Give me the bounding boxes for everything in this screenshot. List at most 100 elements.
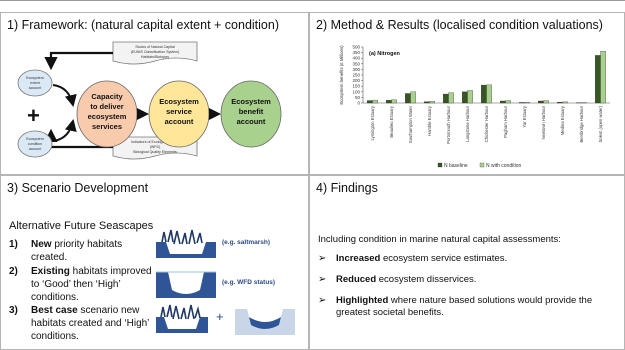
stocks-connector	[44, 51, 113, 71]
x-tick-label: Newtown Harbour	[541, 105, 546, 139]
panel-title: 3) Scenario Development	[7, 181, 149, 195]
y-tick-label: 350	[352, 61, 360, 66]
svg-text:account: account	[237, 117, 266, 126]
y-tick-label: 200	[352, 78, 360, 83]
bar-baseline	[538, 100, 544, 104]
legend-swatch	[437, 162, 443, 168]
svg-text:condition: condition	[28, 142, 42, 146]
bar-with-condition	[543, 100, 549, 104]
bar-with-condition	[429, 101, 435, 104]
bar-with-condition	[410, 91, 416, 104]
panel-title: 4) Findings	[316, 181, 378, 195]
y-tick-label: 50	[355, 95, 361, 100]
y-tick-label: 400	[352, 56, 360, 61]
scenario-item-3: 3) Best case scenario new habitats creat…	[9, 305, 150, 342]
indicators-label-3: Biological Quality Elements	[133, 150, 177, 154]
x-tick-label: Medina Estuary	[560, 105, 565, 135]
x-tick-label: Lymington Estuary	[370, 105, 375, 140]
y-tick-label: 300	[352, 67, 360, 72]
y-tick-label: 500	[352, 45, 360, 50]
stocks-label-1: Stocks of Natural Capital	[135, 45, 175, 49]
arrow-bullet-icon: ➢	[318, 253, 327, 264]
svg-text:Ecosystem: Ecosystem	[26, 76, 44, 80]
indicators-label-1: Indicators of Ecological Status	[131, 140, 179, 144]
x-tick-label: Bembridge Harbour	[579, 105, 584, 142]
svg-text:service: service	[166, 107, 192, 116]
panel-findings: 4) Findings Including condition in marin…	[309, 175, 625, 350]
finding-item-3: ➢ Highlighted where nature based solutio…	[318, 295, 593, 318]
saltmarsh-illustration	[156, 229, 216, 258]
bar-baseline	[443, 93, 449, 104]
bar-baseline	[595, 55, 601, 104]
top-rule	[0, 0, 625, 10]
bar-baseline	[367, 100, 373, 104]
scenario-subtitle: Alternative Future Seascapes	[9, 220, 154, 232]
best-case-wfd-illustration	[235, 309, 295, 335]
arrow-bullet-icon: ➢	[318, 274, 327, 285]
svg-text:services: services	[92, 122, 122, 131]
x-tick-label: Hamble Estuary	[427, 105, 432, 136]
stocks-label-3: Habitats/Biotopes	[141, 55, 169, 59]
y-tick-label: 150	[352, 84, 360, 89]
x-tick-label: Pagham Harbour	[503, 105, 508, 137]
legend-label: N baseline	[444, 163, 468, 169]
panel-title: 2) Method & Results (localised condition…	[316, 18, 603, 32]
bar-with-condition	[391, 99, 397, 104]
bar-with-condition	[524, 102, 530, 104]
example-saltmarsh: (e.g. saltmarsh)	[222, 239, 271, 246]
finding-item-2: ➢ Reduced ecosystem disservices.	[318, 274, 477, 285]
stocks-document: Stocks of Natural Capital (EUNIS Classif…	[112, 41, 198, 65]
bar-baseline	[405, 93, 411, 104]
indicators-label-2: (WFD)	[150, 145, 161, 149]
bar-with-condition	[448, 92, 454, 104]
plus-sign: +	[216, 309, 224, 324]
framework-diagram: Stocks of Natural Capital (EUNIS Classif…	[17, 41, 282, 160]
svg-text:benefit: benefit	[239, 107, 264, 116]
extent-account-node	[17, 69, 53, 97]
y-tick-label: 100	[352, 89, 360, 94]
panel-framework: 1) Framework: (natural capital extent + …	[0, 12, 309, 175]
chart-title: (a) Nitrogen	[369, 51, 401, 57]
bar-with-condition	[372, 99, 378, 104]
svg-text:Ecosystem: Ecosystem	[159, 97, 199, 106]
bar-baseline	[481, 84, 487, 104]
scenario-item-2: 2) Existing habitats improved to ‘Good’ …	[9, 266, 152, 303]
bar-with-condition	[505, 100, 511, 104]
x-tick-label: Portsmouth Harbour	[446, 105, 451, 143]
nitrogen-bar-chart: 050100150200250300350400450500Ecosystem …	[339, 45, 610, 169]
x-tick-label: Southampton Water	[408, 105, 413, 143]
svg-text:ecosystem: ecosystem	[88, 112, 127, 121]
y-tick-label: 450	[352, 50, 360, 55]
svg-text:account: account	[29, 86, 42, 90]
y-axis-label: Ecosystem benefits (£ Millions)	[339, 45, 344, 105]
finding-item-1: ➢ Increased ecosystem service estimates.	[318, 253, 508, 264]
bar-baseline	[386, 100, 392, 104]
svg-text:account: account	[29, 147, 42, 151]
legend-swatch	[479, 162, 485, 168]
y-tick-label: 0	[357, 101, 360, 106]
scenario-item-1: 1) New priority habitats created.	[9, 239, 123, 263]
benefit-account-node	[220, 80, 282, 148]
wfd-illustration	[156, 271, 216, 298]
arrow-bullet-icon: ➢	[318, 295, 327, 306]
best-case-saltmarsh-illustration	[156, 304, 208, 333]
bar-baseline	[462, 91, 468, 104]
bar-baseline	[519, 102, 525, 104]
findings-intro: Including condition in marine natural ca…	[318, 234, 561, 245]
x-tick-label: Chichester Harbour	[484, 105, 489, 142]
svg-text:extent: extent	[30, 81, 40, 85]
x-tick-label: Langstone Harbour	[465, 105, 470, 141]
panel-title: 1) Framework: (natural capital extent + …	[7, 18, 279, 32]
x-tick-label: Solent (open water)	[598, 105, 603, 142]
panel-scenario: 3) Scenario Development Alternative Futu…	[0, 175, 309, 350]
svg-text:Ecosystem: Ecosystem	[231, 97, 271, 106]
bar-baseline	[557, 101, 563, 104]
bar-with-condition	[600, 51, 606, 104]
bar-with-condition	[486, 84, 492, 104]
condition-account-node	[17, 130, 53, 158]
bar-with-condition	[467, 90, 473, 104]
panel-method-results: 2) Method & Results (localised condition…	[309, 12, 625, 175]
svg-text:Ecosystem: Ecosystem	[26, 137, 44, 141]
bar-baseline	[424, 101, 430, 104]
svg-text:Capacity: Capacity	[91, 92, 123, 101]
